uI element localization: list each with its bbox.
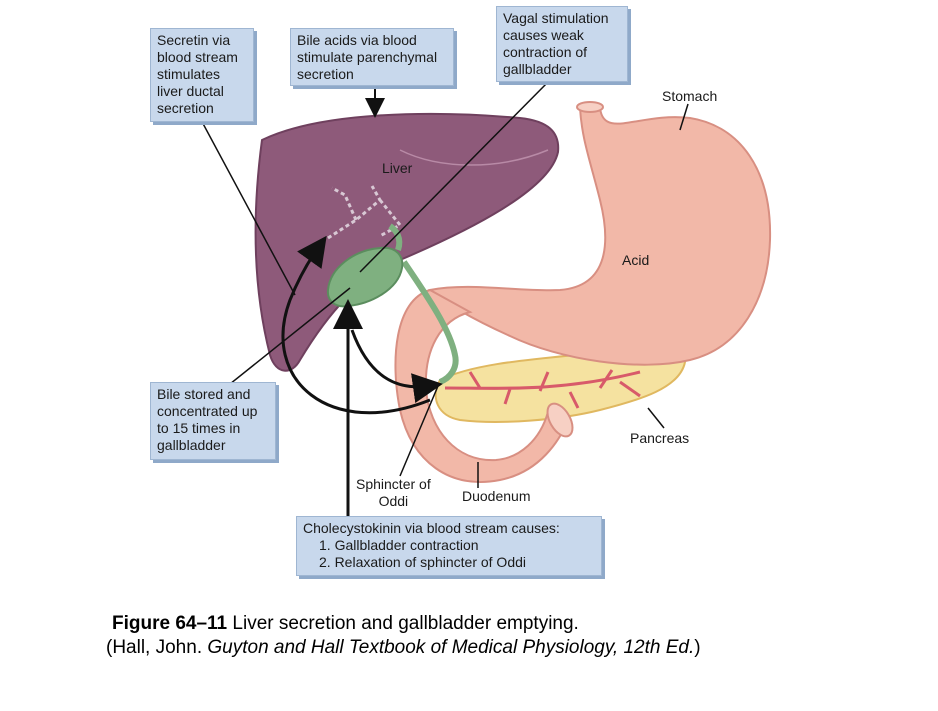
- label-pancreas: Pancreas: [630, 430, 690, 446]
- arrow-to-liver-ducts: [281, 235, 431, 415]
- esophagus-opening: [576, 101, 604, 113]
- caption-line-1: Figure 64–11 Liver secretion and gallbla…: [112, 612, 852, 636]
- liver-lobe-line: [399, 149, 549, 166]
- cck-item-2: 2. Relaxation of sphincter of Oddi: [319, 554, 527, 570]
- callout-bile-stored: Bile stored and concentrated up to 15 ti…: [150, 382, 276, 460]
- cck-item-1: 1. Gallbladder contraction: [319, 537, 479, 553]
- leader-bile-stored: [229, 287, 351, 385]
- label-duodenum: Duodenum: [462, 488, 531, 504]
- liver-shape: [254, 112, 560, 372]
- label-stomach: Stomach: [662, 88, 718, 104]
- leader-vagal: [359, 77, 553, 273]
- arrow-cck-sphincter: [350, 329, 443, 403]
- stomach-shape: [427, 107, 772, 366]
- duodenum-opening: [546, 402, 574, 438]
- citation-close: ): [694, 637, 701, 658]
- common-bile-duct: [401, 260, 459, 385]
- citation-open: (Hall, John.: [106, 637, 208, 658]
- callout-cholecystokinin: Cholecystokinin via blood stream causes:…: [296, 516, 602, 576]
- callout-bile-acids: Bile acids via blood stimulate parenchym…: [290, 28, 454, 86]
- label-sphincter-of-oddi: Sphincter of Oddi: [356, 476, 431, 509]
- caption-line-2: (Hall, John. Guyton and Hall Textbook of…: [106, 636, 852, 660]
- callout-vagal-stimulation: Vagal stimulation causes weak contractio…: [496, 6, 628, 82]
- citation-book: Guyton and Hall Textbook of Medical Phys…: [207, 637, 695, 658]
- figure-title: Liver secretion and gallbladder emptying…: [227, 613, 579, 634]
- label-acid: Acid: [622, 252, 650, 268]
- pancreatic-duct: [444, 369, 641, 409]
- leader-secretin: [199, 117, 296, 296]
- callout-secretin: Secretin via blood stream stimulates liv…: [150, 28, 254, 122]
- cystic-duct: [388, 223, 403, 251]
- cck-title: Cholecystokinin via blood stream causes:: [303, 520, 560, 536]
- figure-number: Figure 64–11: [112, 613, 228, 634]
- leader-stomach: [679, 103, 689, 131]
- hepatic-ducts: [327, 185, 403, 240]
- figure-caption: Figure 64–11 Liver secretion and gallbla…: [106, 612, 852, 660]
- label-liver: Liver: [382, 160, 413, 176]
- leader-pancreas: [647, 407, 665, 429]
